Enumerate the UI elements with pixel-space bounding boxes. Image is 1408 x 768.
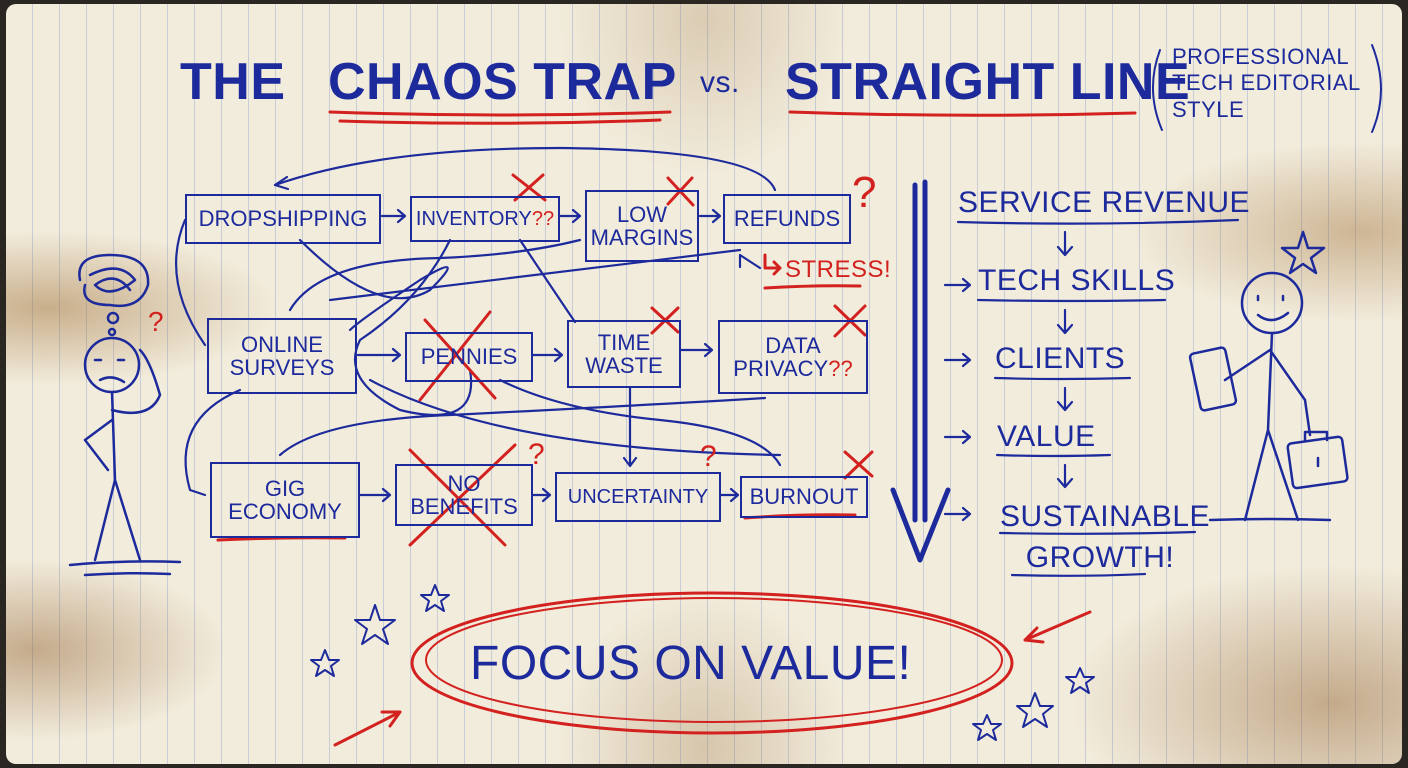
node-dropshipping: DROPSHIPPING xyxy=(185,194,381,244)
node-burnout: BURNOUT xyxy=(740,476,868,518)
briefcase-icon xyxy=(1286,435,1349,490)
no-benefits-question-mark: ? xyxy=(528,438,546,471)
chaos-underline xyxy=(328,110,672,125)
node-gig-economy: GIG ECONOMY xyxy=(210,462,360,538)
arrow-loop-top xyxy=(273,146,777,192)
stress-arrow xyxy=(763,253,782,276)
note-parentheses xyxy=(1152,44,1382,133)
happy-figure-head xyxy=(1240,271,1304,335)
notebook-paper xyxy=(6,4,1402,764)
node-pennies: PENNIES xyxy=(405,332,533,382)
step-sustainable-growth: SUSTAINABLE GROWTH! xyxy=(1000,500,1211,574)
node-no-benefits: NO BENEFITS xyxy=(395,464,533,526)
refunds-question-mark: ? xyxy=(852,168,877,217)
focus-ellipse xyxy=(410,591,1014,735)
arrow-right-pointer xyxy=(1023,610,1092,644)
step-value: VALUE xyxy=(997,420,1096,453)
confused-question-mark: ? xyxy=(148,306,165,337)
node-inventory: INVENTORY?? xyxy=(410,196,560,242)
straight-underline xyxy=(788,110,1137,117)
node-refunds: REFUNDS xyxy=(723,194,851,244)
title-note: PROFESSIONAL TECH EDITORIAL STYLE xyxy=(1172,44,1360,122)
tablet-icon xyxy=(1188,346,1238,412)
gig-underline xyxy=(216,536,347,542)
node-stress: STRESS! xyxy=(785,256,892,283)
stress-underline xyxy=(763,284,862,290)
star-icon xyxy=(1280,230,1326,275)
uncertainty-question-mark: ? xyxy=(700,440,718,473)
title-vs: vs. xyxy=(700,66,740,99)
title-the: THE xyxy=(180,53,286,111)
node-low-margins: LOW MARGINS xyxy=(585,190,699,262)
step-tech-skills: TECH SKILLS xyxy=(978,264,1176,297)
title-chaos-trap: CHAOS TRAP xyxy=(328,53,677,111)
scribble-cloud xyxy=(78,253,150,308)
focus-on-value-callout: FOCUS ON VALUE! xyxy=(470,637,912,690)
confused-figure-head xyxy=(83,336,141,394)
node-uncertainty: UNCERTAINTY xyxy=(555,472,721,522)
node-online-surveys: ONLINE SURVEYS xyxy=(207,318,357,394)
cross-inventory xyxy=(511,173,547,202)
straight-arrow xyxy=(890,179,951,563)
step-clients: CLIENTS xyxy=(995,342,1126,375)
node-time-waste: TIME WASTE xyxy=(567,320,681,388)
title-straight-line: STRAIGHT LINE xyxy=(785,53,1191,111)
step-service-revenue: SERVICE REVENUE xyxy=(958,186,1251,219)
cross-burnout xyxy=(843,450,874,480)
node-data-privacy: DATA PRIVACY?? xyxy=(718,320,868,394)
arrow-left-pointer xyxy=(333,710,402,747)
